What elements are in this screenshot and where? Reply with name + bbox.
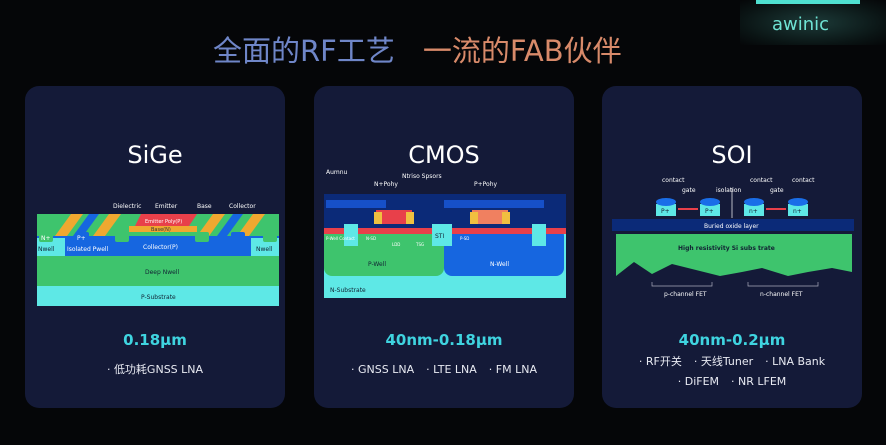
label-sti: STI: [435, 233, 444, 240]
label-p-plus: P+: [705, 208, 714, 215]
title-part-2: 一流的FAB伙伴: [422, 34, 622, 68]
label-dielectric: Dielectric: [113, 203, 141, 210]
applications: RF开关天线Tuner LNA BankDiFEM NR LFEM: [602, 352, 862, 392]
card-title: CMOS: [408, 141, 480, 169]
soi-diagram: contact gate isolation contact gate cont…: [612, 177, 854, 298]
label-p-poly: P+Pohy: [474, 181, 498, 188]
label-n-fet: n-channel FET: [760, 291, 803, 298]
label-ldd: LDD: [392, 242, 400, 247]
label-collector-p: Collector(P): [143, 244, 178, 251]
card-cmos: CMOS Aumnu N+Pohy Ntriso Spsors P+Pohy S…: [314, 86, 574, 408]
label-p-fet: p-channel FET: [664, 291, 707, 298]
awinic-logo: awinic: [772, 14, 830, 35]
label-base: Base: [197, 203, 212, 210]
process-node: 40nm-0.18μm: [385, 331, 503, 349]
title-part-1: 全面的RF工艺: [213, 34, 395, 68]
label-contact: contact: [792, 177, 815, 184]
app-item: 低功耗GNSS LNA: [107, 363, 203, 376]
label-base-n: Base(N): [151, 227, 171, 233]
label-emitter-poly: Emitter Poly(P): [145, 219, 182, 225]
label-nwell-left: Nwell: [38, 246, 55, 253]
app-item: LTE LNA: [426, 363, 477, 376]
label-contact: contact: [750, 177, 773, 184]
label-n-sd: N-SD: [366, 236, 376, 241]
label-p-plus: P+: [661, 208, 670, 215]
cmos-diagram: Aumnu N+Pohy Ntriso Spsors P+Pohy STI P-…: [324, 169, 566, 298]
app-item: LNA Bank: [765, 355, 825, 368]
sige-diagram: Dielectric Emitter Base Collector Emitte…: [37, 203, 279, 306]
label-n-substrate: N-Substrate: [330, 287, 366, 294]
app-item: 天线Tuner: [694, 355, 753, 368]
label-p-plus: P+: [77, 235, 86, 242]
app-item: FM LNA: [489, 363, 537, 376]
process-node: 0.18μm: [123, 331, 187, 349]
label-collector: Collector: [229, 203, 256, 210]
label-aumnu: Aumnu: [326, 169, 348, 176]
logo-bar: [756, 0, 860, 4]
slide-title: 全面的RF工艺一流的FAB伙伴: [213, 28, 622, 70]
label-substrate: High resistivity Si subs trate: [678, 245, 775, 252]
app-item: NR LFEM: [731, 375, 786, 388]
label-spacers: Ntriso Spsors: [402, 173, 442, 180]
label-n-poly: N+Pohy: [374, 181, 398, 188]
label-n-well: N-Well: [490, 261, 509, 268]
stripes: [55, 214, 265, 236]
label-tsg: TSG: [415, 242, 424, 247]
label-buried-oxide: Buried oxide layer: [704, 223, 759, 230]
card-soi: SOI contact gate isolation contact gate …: [602, 86, 862, 408]
applications: GNSS LNA LTE LNA FM LNA: [314, 360, 574, 380]
app-item: GNSS LNA: [351, 363, 414, 376]
label-p-sd: P-SD: [460, 236, 469, 241]
label-nwell-right: Nwell: [256, 246, 273, 253]
card-sige: SiGe Dielectric Emitter Base Collector E…: [25, 86, 285, 408]
label-p-well-contact: P-Well Contact: [326, 236, 355, 241]
logo-glow: [740, 0, 886, 45]
card-title: SiGe: [127, 141, 183, 169]
label-p-substrate: P-Substrate: [141, 294, 176, 301]
label-n-plus: N+: [41, 235, 51, 242]
label-n-plus: n+: [749, 208, 758, 215]
label-p-well: P-Well: [368, 261, 386, 268]
label-isolated-pwell: Isolated Pwell: [67, 246, 109, 253]
label-isolation: isolation: [716, 187, 741, 194]
devices: [656, 188, 808, 218]
label-n-plus: n+: [793, 208, 802, 215]
label-deep-nwell: Deep Nwell: [145, 269, 179, 276]
process-node: 40nm-0.2μm: [678, 331, 786, 349]
label-gate: gate: [682, 187, 696, 194]
card-title: SOI: [711, 141, 753, 169]
label-contact: contact: [662, 177, 685, 184]
label-emitter: Emitter: [155, 203, 178, 210]
app-item: DiFEM: [678, 375, 719, 388]
label-gate: gate: [770, 187, 784, 194]
applications: 低功耗GNSS LNA: [25, 360, 285, 380]
app-item: RF开关: [639, 355, 682, 368]
